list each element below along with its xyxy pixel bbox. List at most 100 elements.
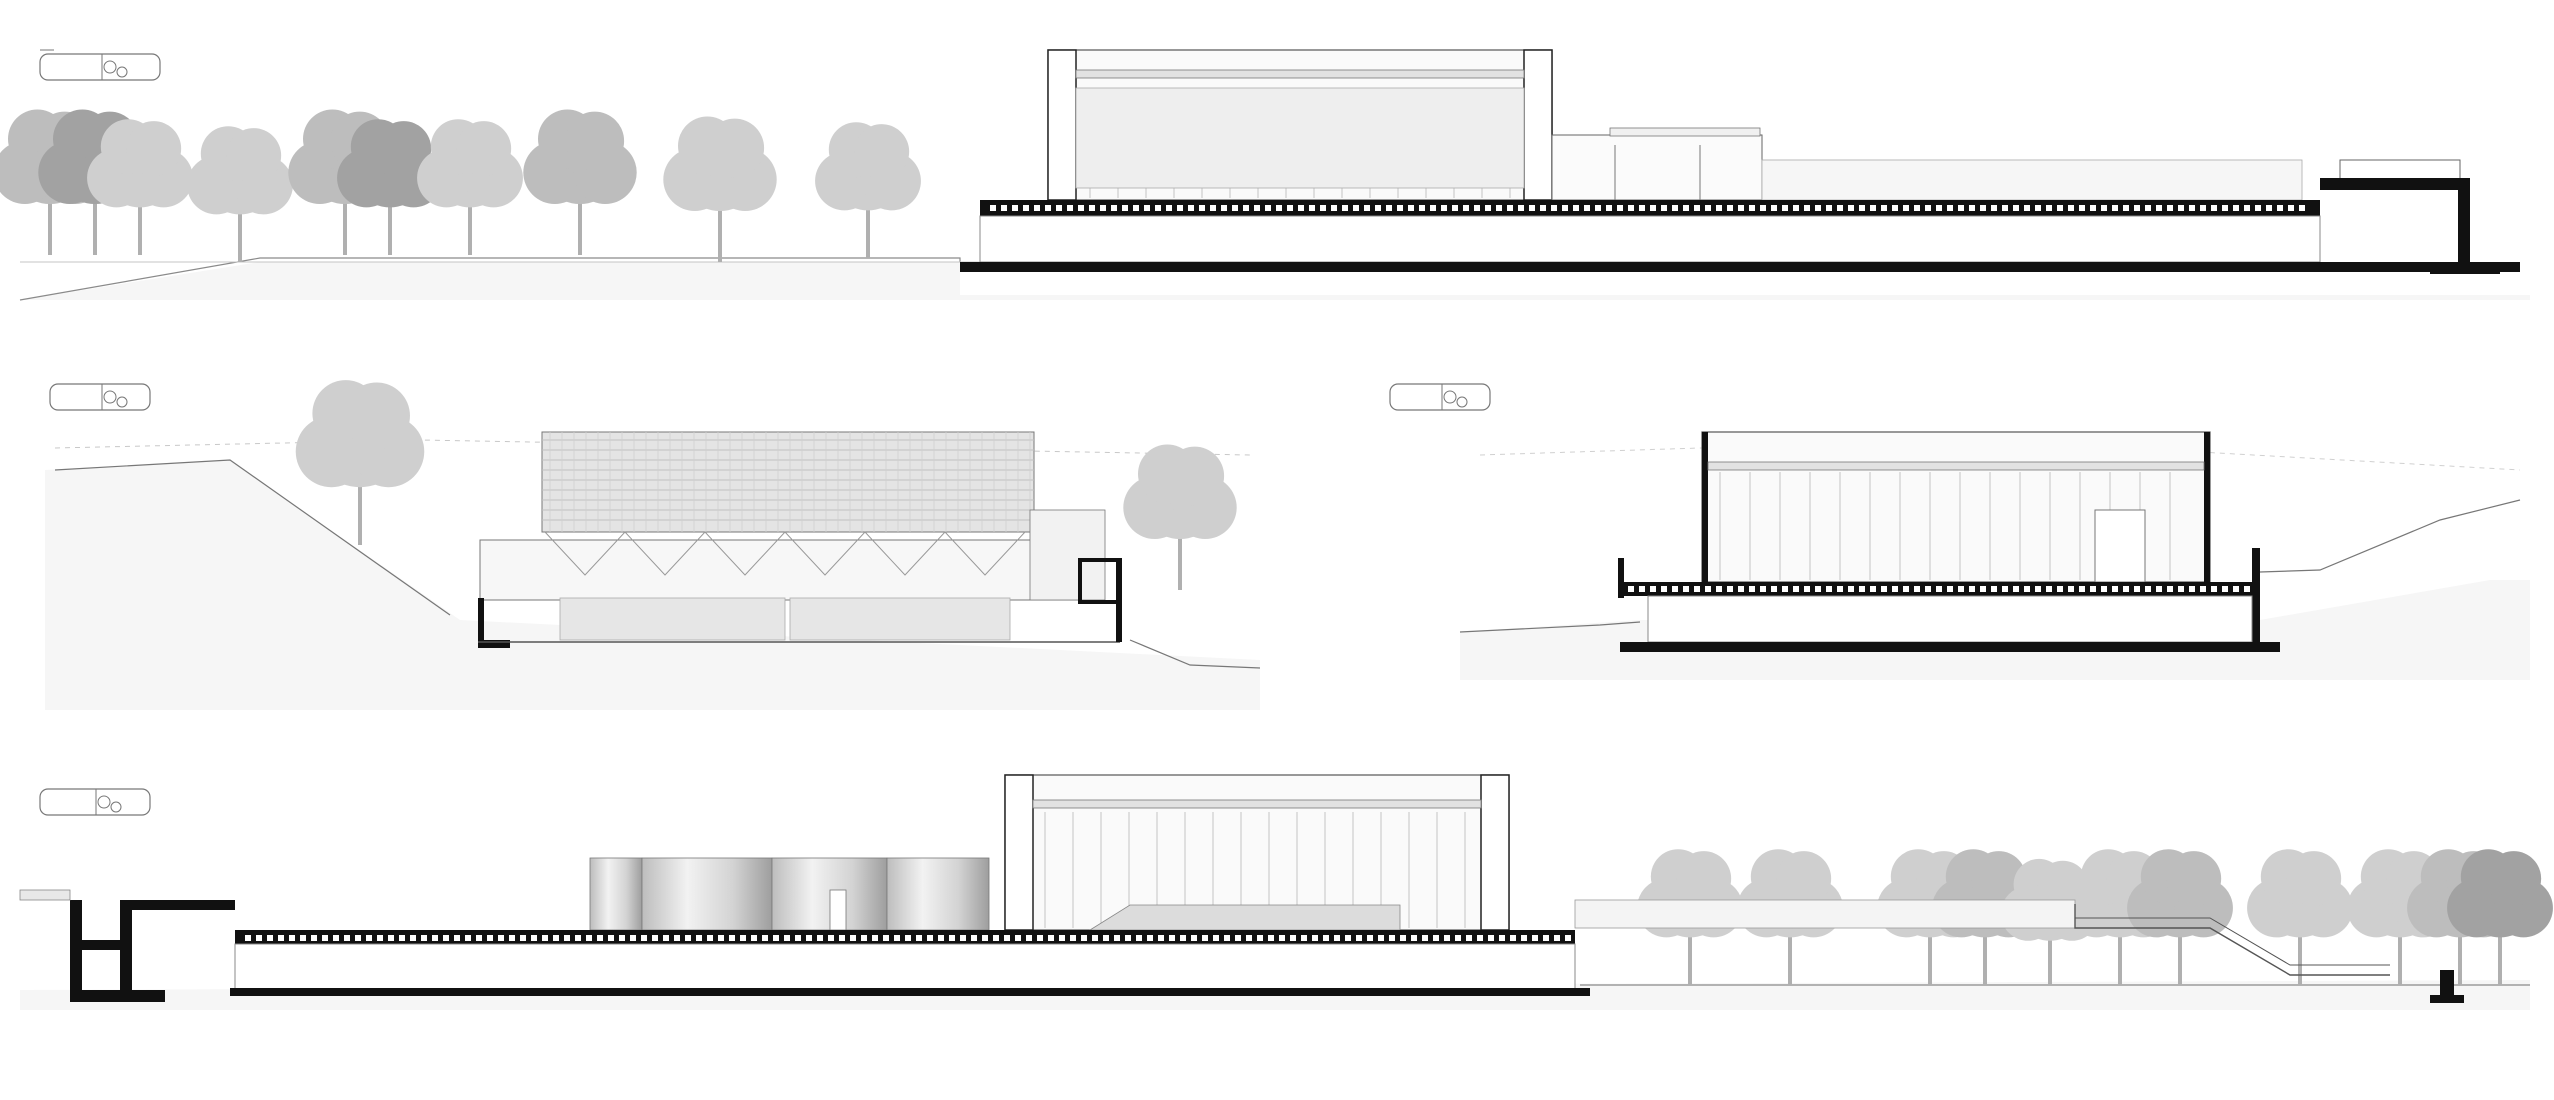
slab-void (1543, 935, 1549, 941)
slab-void (2233, 586, 2239, 592)
slab-void (1573, 205, 1579, 211)
slab-void (619, 935, 625, 941)
slab-void (377, 935, 383, 941)
slab-void (2244, 205, 2250, 211)
terrain-line (1129, 639, 1261, 669)
slab-void (2068, 205, 2074, 211)
slab-void (388, 935, 394, 941)
slab-void (817, 935, 823, 941)
slab-void (1441, 205, 1447, 211)
tree-canopy (565, 111, 625, 171)
slab-void (1397, 205, 1403, 211)
slab-void (839, 935, 845, 941)
slab-void (465, 935, 471, 941)
slab-void (685, 935, 691, 941)
tree-canopy (2486, 851, 2542, 907)
slab-void (1914, 586, 1920, 592)
slab-void (1246, 935, 1252, 941)
slab-void (1213, 935, 1219, 941)
tree (815, 122, 921, 258)
slab-void (1221, 205, 1227, 211)
slab-void (289, 935, 295, 941)
slab-void (2189, 205, 2195, 211)
slab-void (696, 935, 702, 941)
slab-void (1133, 205, 1139, 211)
key-plan-icon (1389, 383, 1491, 411)
slab-void (1738, 586, 1744, 592)
slab-void (1914, 205, 1920, 211)
retaining-wall (2320, 178, 2500, 274)
slab-void (2123, 205, 2129, 211)
slab-void (2035, 205, 2041, 211)
slab-void (806, 935, 812, 941)
slab-void (630, 935, 636, 941)
slab-void (1444, 935, 1450, 941)
key-plan-icon (39, 788, 151, 816)
slab-void (1565, 935, 1571, 941)
slab-void (1870, 586, 1876, 592)
slab-void (1650, 205, 1656, 211)
slab-void (1628, 586, 1634, 592)
slab-void (1837, 205, 1843, 211)
hall-section (1701, 431, 2211, 583)
slab-void (399, 935, 405, 941)
tree (2447, 849, 2553, 985)
slab-void (311, 935, 317, 941)
slab-void (2090, 205, 2096, 211)
slab-void (1070, 935, 1076, 941)
slab-void (1892, 205, 1898, 211)
slab-void (1672, 586, 1678, 592)
slab-void (322, 935, 328, 941)
slab-void (2068, 586, 2074, 592)
slab-void (2167, 205, 2173, 211)
slab-void (1419, 205, 1425, 211)
slab-void (938, 935, 944, 941)
slab-void (1180, 935, 1186, 941)
sky-line (54, 439, 1251, 456)
slab-void (2145, 205, 2151, 211)
slab-void (916, 935, 922, 941)
slab-void (784, 935, 790, 941)
slab-void (1408, 205, 1414, 211)
slab-void (1837, 586, 1843, 592)
slab-void (344, 935, 350, 941)
slab-void (1595, 205, 1601, 211)
slab-void (1639, 205, 1645, 211)
slab-void (1463, 205, 1469, 211)
slab-void (1727, 586, 1733, 592)
slab (1618, 548, 2280, 652)
tree-canopy (1165, 446, 1225, 506)
slab (230, 899, 2076, 996)
slab-void (1815, 205, 1821, 211)
slab-void (1859, 586, 1865, 592)
slab-void (1705, 586, 1711, 592)
slab-void (333, 935, 339, 941)
slab-void (905, 935, 911, 941)
tree-canopy (1676, 851, 1732, 907)
slab-void (1257, 935, 1263, 941)
slab-void (267, 935, 273, 941)
slab-void (1455, 935, 1461, 941)
slab-void (1290, 935, 1296, 941)
slab-void (2046, 586, 2052, 592)
terrain-line (2259, 499, 2521, 573)
slab-void (1004, 935, 1010, 941)
key-plan-icon (49, 383, 151, 411)
slab-void (2024, 586, 2030, 592)
retaining-wall (19, 889, 235, 1002)
slab-void (1078, 205, 1084, 211)
slab-void (1859, 205, 1865, 211)
terrain-line (54, 459, 451, 616)
slab-void (850, 935, 856, 941)
slab-void (2266, 205, 2272, 211)
slab-void (1125, 935, 1131, 941)
slab-void (520, 935, 526, 941)
slab-void (2277, 205, 2283, 211)
slab-void (1925, 205, 1931, 211)
slab-void (1345, 935, 1351, 941)
tree-row (0, 109, 921, 262)
slab-void (1375, 205, 1381, 211)
slab-void (1991, 586, 1997, 592)
slab-void (1081, 935, 1087, 941)
terrain-line (19, 257, 961, 301)
